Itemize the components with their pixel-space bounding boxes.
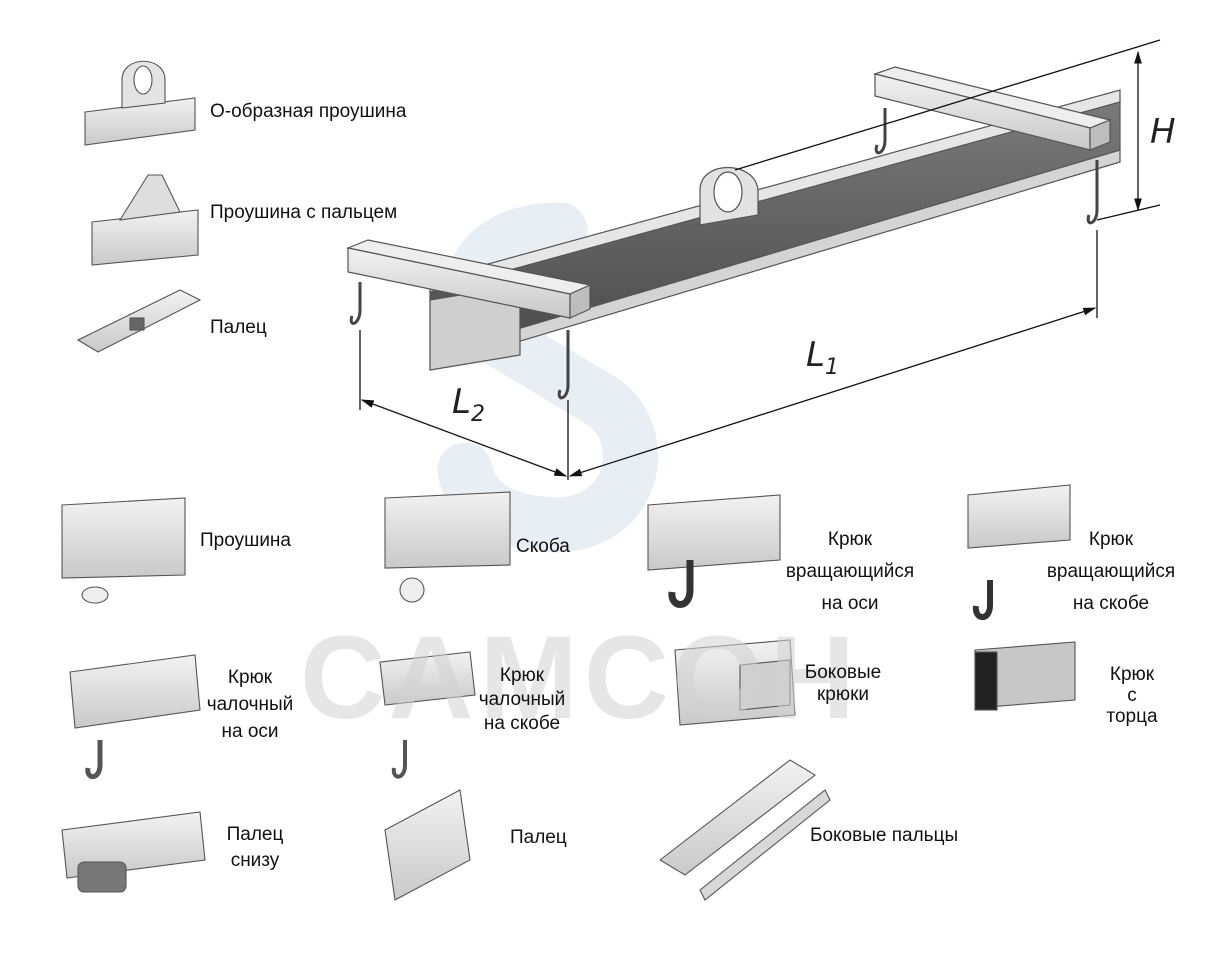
pin-mid-icon	[384, 789, 471, 901]
label-hook-swivel-axis: Крюк вращающийся на оси	[785, 529, 915, 614]
watermark-text: САМСОН	[300, 612, 862, 744]
side-hooks-icon	[674, 639, 796, 726]
main-traverse-beam	[345, 66, 1121, 371]
main-beam-hooks	[349, 108, 1099, 400]
swivel-hook-axis-icon	[647, 494, 781, 608]
dimension-h-label: H	[1150, 112, 1176, 152]
label-pin-mid: Палец	[510, 827, 567, 848]
pin-top-icon	[76, 289, 202, 353]
label-shackle: Скоба	[516, 536, 570, 557]
side-pins-icon	[659, 759, 831, 901]
swivel-hook-shackle-icon	[967, 484, 1071, 621]
end-hook-icon	[974, 641, 1076, 711]
block-hook-shackle-icon	[379, 651, 476, 779]
dimension-l1-label: L1	[806, 335, 839, 380]
shackle-icon	[384, 491, 511, 603]
o-eye-icon	[84, 60, 196, 146]
eye-pin-icon	[91, 174, 199, 266]
label-side-pins: Боковые пальцы	[810, 825, 959, 846]
label-hook-block-axis: Крюк чалочный на оси	[206, 667, 294, 742]
label-end-hook: Крюк с торца	[1106, 664, 1158, 727]
label-eye: Проушина	[200, 530, 291, 551]
label-hook-swivel-shackle: Крюк вращающийся на скобе	[1046, 529, 1176, 614]
block-hook-axis-icon	[69, 654, 201, 780]
label-eye-pin: Проушина с пальцем	[210, 202, 398, 223]
label-pin-top: Палец	[210, 317, 267, 338]
eye-icon	[61, 497, 186, 604]
dimension-l2-label: L2	[452, 382, 485, 427]
pin-bottom-icon	[61, 811, 206, 893]
label-pin-bottom: Палец снизу	[226, 824, 284, 871]
label-o-eye: О-образная проушина	[210, 101, 407, 122]
label-hook-block-shackle: Крюк чалочный на скобе	[478, 665, 566, 734]
variant-icons	[61, 60, 1076, 901]
dimension-lines	[359, 39, 1161, 480]
label-side-hooks: Боковые крюки	[804, 662, 882, 705]
